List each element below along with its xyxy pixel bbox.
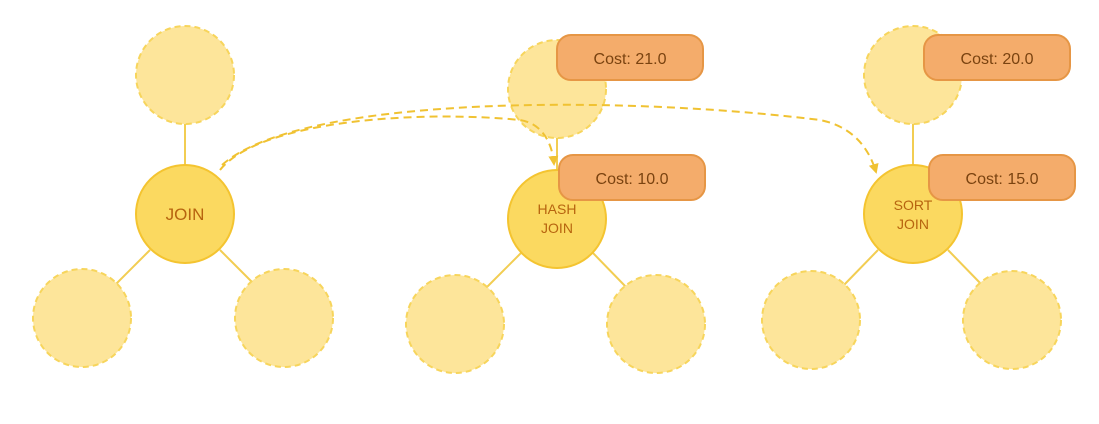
arrow-join-to-hash-join	[219, 115, 559, 171]
cost-badge-sort-join: Cost: 15.0	[928, 154, 1076, 201]
cost-value: Cost: 10.0	[596, 171, 669, 188]
sort-join-label-line1: SORT	[894, 197, 933, 213]
join-node-label: JOIN	[166, 205, 205, 224]
placeholder-input-right	[234, 268, 334, 368]
edge-join-right	[219, 249, 255, 285]
placeholder-input-right	[606, 274, 706, 374]
edge-sort-right	[947, 249, 984, 287]
hash-join-label-line2: JOIN	[541, 220, 573, 236]
edge-hash-right	[591, 251, 628, 289]
placeholder-input-left	[761, 270, 861, 370]
sort-join-label-line2: JOIN	[897, 216, 929, 232]
cost-badge-sort-top: Cost: 20.0	[923, 34, 1071, 81]
placeholder-input-left	[405, 274, 505, 374]
cost-badge-hash-top: Cost: 21.0	[556, 34, 704, 81]
cost-value: Cost: 20.0	[961, 51, 1034, 68]
join-node	[135, 164, 235, 264]
cost-badge-hash-join: Cost: 10.0	[558, 154, 706, 201]
placeholder-input-top	[135, 25, 235, 125]
cost-value: Cost: 15.0	[966, 171, 1039, 188]
placeholder-input-left	[32, 268, 132, 368]
tree-hash-join: HASH JOIN	[405, 39, 706, 374]
edge-sort-left	[842, 249, 879, 287]
arrow-join-to-sort-join	[221, 103, 879, 174]
cost-value: Cost: 21.0	[594, 51, 667, 68]
tree-sort-join: SORT JOIN	[761, 25, 1062, 370]
hash-join-label-line1: HASH	[538, 201, 577, 217]
edge-join-left	[115, 249, 151, 285]
tree-join: JOIN	[32, 25, 334, 368]
placeholder-input-right	[962, 270, 1062, 370]
edge-hash-left	[485, 251, 523, 289]
